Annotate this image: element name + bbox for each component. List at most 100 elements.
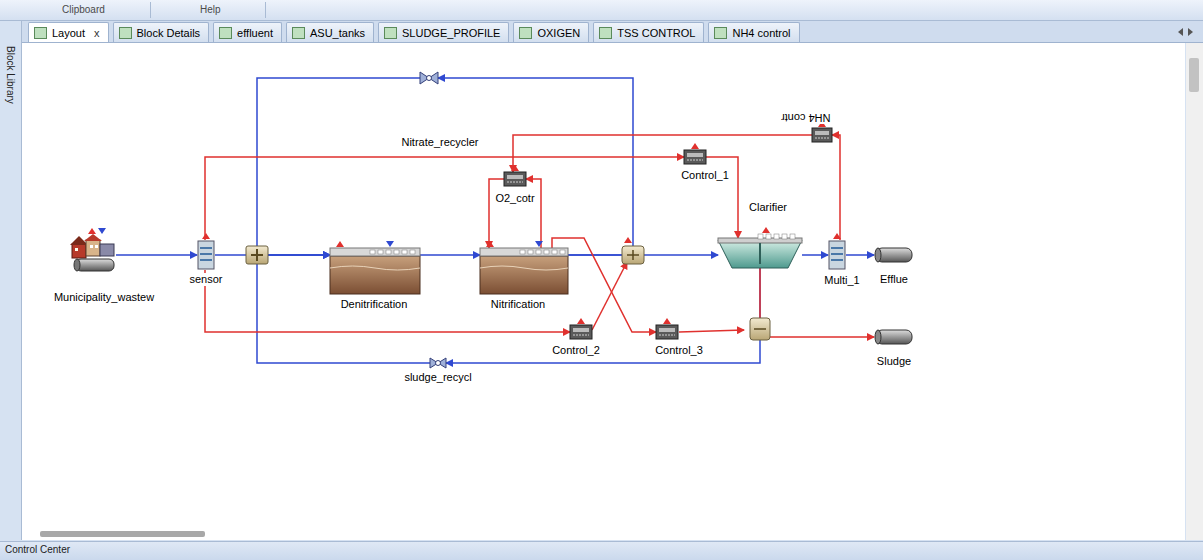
node-icon: [874, 330, 912, 344]
panel-title: Control Center: [5, 544, 70, 555]
bottom-panel-bar: [0, 541, 1203, 560]
reactor-tank: Nitrification: [480, 248, 568, 294]
tab: Block Details: [113, 22, 210, 42]
signal-connector: [832, 135, 840, 240]
block-label: sensor: [188, 273, 223, 286]
node-icon: [420, 72, 438, 84]
tab: OXIGEN: [513, 22, 589, 42]
controller-block: Control_2: [570, 325, 592, 339]
tab-label: SLUDGE_PROFILE: [402, 27, 500, 39]
flow-connector: [116, 254, 197, 256]
scroll-thumb: [1189, 58, 1199, 92]
block-label: Sludge: [876, 355, 912, 368]
horizontal-scroll-thumb: [40, 531, 205, 537]
flow-connector: [438, 78, 633, 255]
controller-block: NH4 contr: [812, 128, 832, 142]
block-label: NH4 contr: [780, 111, 832, 124]
toolbar-strip: [0, 0, 1203, 21]
source-block: Municipality_wastew: [70, 234, 116, 272]
node-icon: [330, 248, 420, 294]
controller-block: O2_cotr: [504, 172, 526, 186]
pump-block: Nitrate_recycler: [420, 72, 438, 84]
block-label: Clarifier: [748, 201, 788, 214]
tab: effluent: [213, 22, 282, 42]
controller-block: Control_1: [684, 150, 706, 164]
block-label: Denitrification: [340, 298, 409, 311]
block-label: Control_2: [551, 344, 601, 357]
node-icon: [504, 172, 526, 186]
tab: SLUDGE_PROFILE: [378, 22, 509, 42]
signal-connector: [489, 179, 504, 248]
tab-icon: [714, 27, 727, 39]
block-label: Municipality_wastew: [53, 291, 155, 304]
tab-icon: [219, 27, 232, 39]
block-label: sludge_recycl: [403, 371, 472, 384]
block-label: Efflue: [879, 273, 909, 286]
toolbar-separator: [150, 2, 151, 18]
clarifier-block: Clarifier: [718, 238, 802, 268]
side-panel-label: Block Library: [5, 46, 16, 104]
tab-label: TSS CONTROL: [617, 27, 695, 39]
controller-block: Control_3: [656, 325, 678, 339]
node-icon: [197, 240, 215, 270]
signal-connector: [526, 179, 541, 248]
flow-connector: [257, 78, 420, 255]
outlet-pipe: Sludge: [874, 330, 912, 344]
tab-arrows: [1176, 27, 1196, 37]
tab-icon: [519, 27, 532, 39]
tab-icon: [292, 27, 305, 39]
sensor-block: Multi_1: [828, 240, 846, 270]
tab-icon: [599, 27, 612, 39]
tab-label: Block Details: [137, 27, 201, 39]
vertical-scrollbar: [1186, 43, 1203, 540]
node-icon: [828, 240, 846, 270]
merger-junction: [750, 318, 770, 340]
signal-wire: [592, 262, 627, 330]
tab-icon: [34, 27, 47, 39]
tab-icon: [119, 27, 132, 39]
node-icon: [874, 248, 912, 262]
tab-label: OXIGEN: [537, 27, 580, 39]
tab: NH4 control: [708, 22, 799, 42]
tab-icon: [384, 27, 397, 39]
pump-block: sludge_recycl: [430, 358, 446, 368]
signal-connector: [205, 157, 684, 240]
toolbar-group-label: Help: [200, 4, 221, 15]
tab-label: ASU_tanks: [310, 27, 365, 39]
outlet-pipe: Efflue: [874, 248, 912, 262]
flow-connector: [257, 255, 430, 363]
node-icon: [570, 325, 592, 339]
node-icon: [684, 150, 706, 164]
node-icon: [812, 128, 832, 142]
active-tab: Layoutx: [28, 22, 109, 42]
tab-close: x: [94, 27, 100, 39]
flow-connector: [420, 254, 480, 256]
toolbar-separator: [265, 2, 266, 18]
signal-wire: [679, 330, 744, 332]
node-icon: [70, 234, 116, 272]
toolbar-group-label: Clipboard: [62, 4, 105, 15]
node-icon: [718, 238, 802, 268]
block-label: Nitrification: [490, 298, 546, 311]
tab-bar: Layoutx Block Details effluent ASU_tanks SLU…: [28, 22, 800, 42]
tab: ASU_tanks: [286, 22, 374, 42]
block-label: O2_cotr: [494, 192, 535, 205]
tab: TSS CONTROL: [593, 22, 704, 42]
block-label: Nitrate_recycler: [400, 136, 479, 149]
tab-label: NH4 control: [732, 27, 790, 39]
node-icon: [480, 248, 568, 294]
tab-label: effluent: [237, 27, 273, 39]
tab-arrows-icon: [1176, 27, 1196, 37]
node-icon: [656, 325, 678, 339]
node-icon: [430, 358, 446, 368]
signal-connector: [760, 268, 874, 337]
block-label: Multi_1: [823, 274, 860, 287]
canvas: [22, 43, 1185, 540]
flow-connector: [846, 254, 874, 256]
signal-connector: [513, 135, 812, 172]
sensor-block: sensor: [197, 240, 215, 270]
flow-connector: [802, 254, 828, 256]
mixer-junction: [246, 246, 268, 264]
